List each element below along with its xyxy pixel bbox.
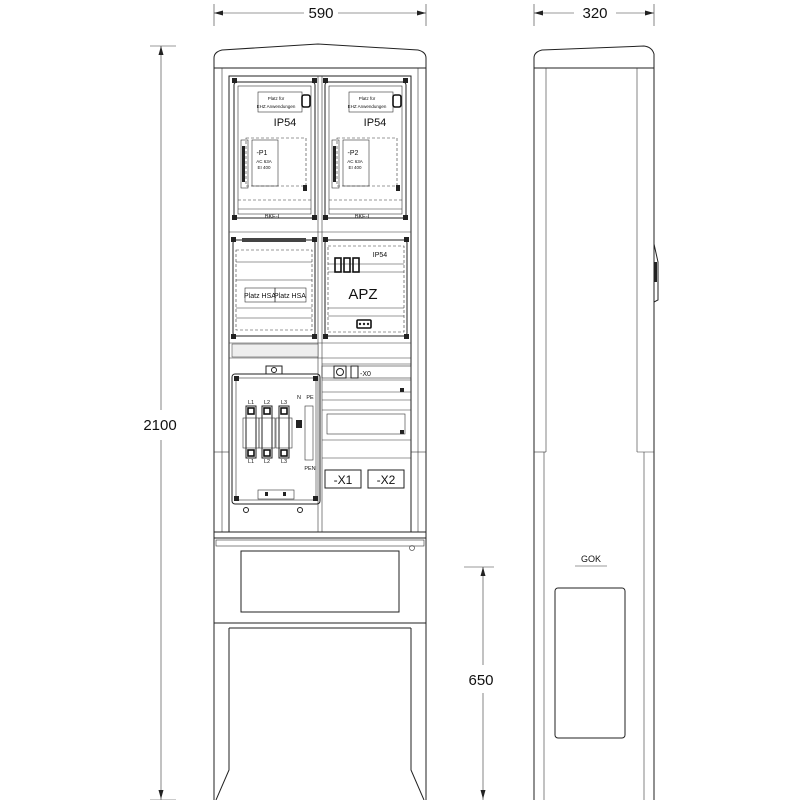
svg-text:PE: PE — [306, 395, 314, 401]
svg-text:N: N — [297, 395, 301, 401]
svg-text:L3: L3 — [281, 400, 287, 406]
apz-label: APZ — [348, 286, 377, 303]
hsa-slot-1-label: Platz HSA — [244, 293, 276, 300]
meter-1-label: -P1 — [257, 150, 268, 157]
meter-1-ip-rating: IP54 — [274, 117, 297, 129]
terminal-rail-x0: -X0 — [321, 363, 412, 459]
svg-text:L1: L1 — [248, 459, 254, 465]
meter-2-placeholder-line1: Platz für — [359, 96, 376, 101]
total-height-value: 2100 — [143, 417, 176, 434]
dimension-base-height: 650 — [464, 566, 494, 800]
meter-2-bke-label: BKE-I — [355, 214, 370, 220]
meter-1-placeholder-line2: EHZ Anwendungen — [257, 104, 296, 109]
dimension-total-height: 2100 — [143, 45, 177, 800]
meter-1-bke-label: BKE-I — [265, 214, 280, 220]
hsa-slot-2-label: Platz HSA — [274, 293, 306, 300]
meter-2-ip-rating: IP54 — [364, 117, 387, 129]
terminal-x2: -X2 — [367, 469, 405, 489]
svg-text:L1: L1 — [248, 400, 254, 406]
svg-text:-X2: -X2 — [377, 473, 396, 487]
base-height-value: 650 — [468, 672, 493, 689]
side-view: GOK — [533, 45, 659, 800]
svg-text:-X1: -X1 — [334, 473, 353, 487]
meter-1-spec1: AC 63A — [256, 159, 272, 164]
terminal-x1: -X1 — [324, 469, 362, 489]
terminal-x0-label: -X0 — [360, 371, 371, 378]
front-housing — [213, 43, 427, 800]
meter-2-placeholder-line2: EHZ Anwendungen — [348, 104, 387, 109]
gok-label: GOK — [581, 554, 601, 564]
fuse-box: L1 L2 L3 N PE L1 L2 L3 PEN — [231, 365, 321, 513]
dimension-side-width: 320 — [533, 4, 655, 26]
svg-text:L2: L2 — [264, 459, 270, 465]
dimension-front-width: 590 — [213, 4, 427, 26]
svg-text:L3: L3 — [281, 459, 287, 465]
meter-panel-1: Platz für EHZ Anwendungen IP54 -P1 AC 63… — [232, 78, 317, 220]
meter-1-spec2: EI 400 — [257, 165, 271, 170]
side-width-value: 320 — [582, 5, 607, 22]
meter-1-placeholder-line1: Platz für — [268, 96, 285, 101]
meter-2-label: -P2 — [348, 150, 359, 157]
meter-2-spec2: EI 400 — [348, 165, 362, 170]
meter-2-spec1: AC 63A — [347, 159, 363, 164]
hsa-panel: Platz HSA Platz HSA — [231, 237, 317, 339]
apz-panel: IP54 APZ — [323, 237, 409, 339]
apz-ip-rating: IP54 — [373, 252, 388, 259]
front-width-value: 590 — [308, 5, 333, 22]
svg-text:PEN: PEN — [304, 466, 315, 472]
meter-panel-2: Platz für EHZ Anwendungen IP54 -P2 AC 63… — [323, 78, 408, 220]
svg-text:L2: L2 — [264, 400, 270, 406]
